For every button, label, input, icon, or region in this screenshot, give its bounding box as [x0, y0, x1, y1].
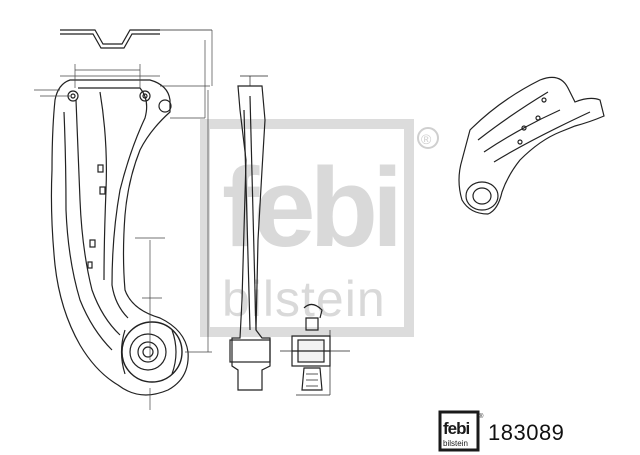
part-number: 183089 [488, 420, 565, 445]
registered-mark: ® [417, 127, 439, 149]
watermark-sub: bilstein [222, 271, 386, 327]
control-arm-front-view [50, 29, 212, 396]
brand-logo: febi bilstein ® [438, 410, 484, 452]
logo-registered-mark: ® [479, 413, 484, 420]
control-arm-side-view [229, 75, 271, 391]
dimension-lines-front [34, 30, 213, 410]
logo-brand: febi [443, 419, 470, 438]
bushing-outer [121, 321, 183, 383]
arm-outline [50, 79, 189, 396]
svg-text:®: ® [421, 131, 432, 147]
top-bracket-profile [60, 29, 160, 45]
watermark-logo: febi bilstein ® [200, 119, 439, 337]
bushing-section-view [280, 303, 350, 396]
logo-sub: bilstein [443, 439, 468, 448]
isometric-view [458, 76, 605, 215]
iso-bushing [465, 181, 499, 211]
